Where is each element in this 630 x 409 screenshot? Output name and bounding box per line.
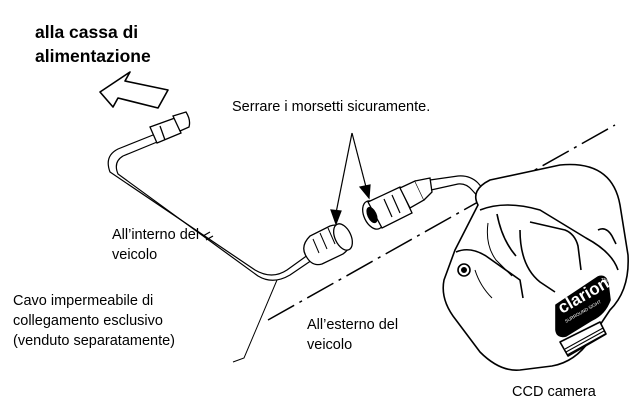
camera-brand-tm: TM [601, 278, 608, 284]
vehicle-boundary-line [267, 124, 616, 321]
tighten-arrows [330, 132, 371, 226]
outside-vehicle-label-line1: All’esterno del [307, 317, 399, 333]
tighten-instruction: Serrare i morsetti sicuramente. [232, 99, 431, 115]
power-box-label-line2: alimentazione [35, 46, 151, 66]
ccd-camera [442, 163, 629, 371]
cable-label-line2: collegamento esclusivo [13, 313, 163, 329]
direction-arrow [99, 71, 169, 109]
cable-label-line3: (venduto separatamente) [13, 333, 176, 349]
power-plug [149, 111, 191, 144]
power-box-label-line1: alla cassa di [35, 22, 139, 42]
inside-vehicle-label-line2: veicolo [112, 247, 158, 263]
outside-vehicle-label-line2: veicolo [307, 337, 353, 353]
waterproof-cable [107, 132, 316, 281]
camera-connector [362, 177, 433, 230]
cable-leader-line [232, 279, 278, 363]
cable-connector [303, 223, 354, 266]
cable-break-mark [202, 231, 214, 241]
camera-cable [429, 175, 499, 211]
cable-label-line1: Cavo impermeabile di [13, 293, 154, 309]
inside-vehicle-label-line1: All’interno del [112, 227, 200, 243]
ccd-camera-label: CCD camera [512, 384, 596, 400]
